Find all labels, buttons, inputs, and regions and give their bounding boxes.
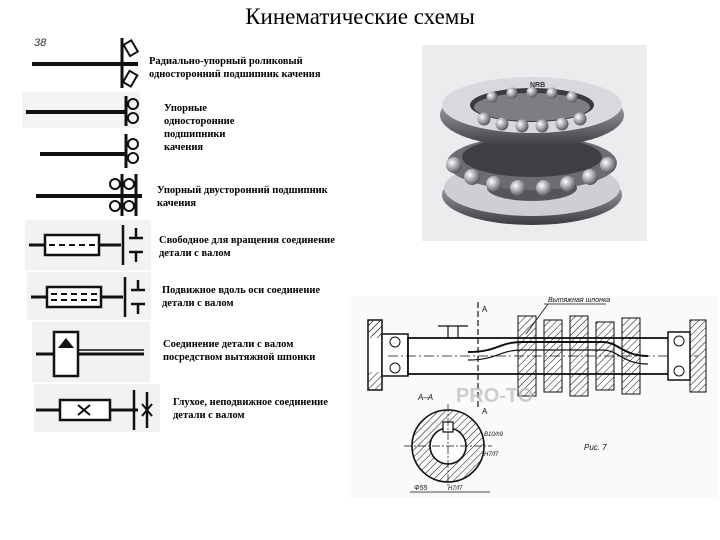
symbol-thrust-double-bearing — [34, 172, 146, 218]
symbol-fixed-connection — [34, 384, 160, 432]
figure-label: Рис. 7 — [584, 443, 607, 452]
desc-free-rotation-connection: Свободное для вращения соединение детали… — [159, 235, 335, 259]
symbol-number: 38 — [34, 37, 47, 49]
shaft-assembly-drawing: A A Вытяжная шпонка PRO-TO А–А B10/h9 H7… — [348, 296, 718, 498]
symbol-axial-sliding-connection — [27, 272, 151, 320]
desc-angular-contact-roller-bearing: Радиально-упорный роликовый односторонни… — [149, 56, 321, 80]
desc-thrust-single-bearing: Упорные односторонние подшипники качения — [164, 103, 235, 153]
watermark-text: PRO-TO — [456, 385, 533, 407]
sliding-key-label: Вытяжная шпонка — [548, 297, 610, 304]
slide-title: Кинематические схемы — [245, 4, 475, 29]
thrust-bearing-photo: NRB — [422, 45, 647, 241]
section-marker-top: A — [482, 305, 488, 314]
section-title: А–А — [417, 393, 433, 402]
symbol-free-rotation-connection — [25, 220, 151, 270]
symbol-angular-contact-roller-bearing: 38 — [30, 34, 142, 90]
section-marker-bottom: A — [482, 407, 488, 416]
symbol-thrust-single-bearing — [22, 92, 142, 170]
desc-thrust-double-bearing: Упорный двусторонний подшипник качения — [157, 185, 328, 209]
fit-label-3: H7/f7 — [448, 486, 463, 492]
fit-label-1: B10/h9 — [484, 432, 504, 438]
desc-sliding-key-connection: Соединение детали с валом посредством вы… — [163, 339, 316, 363]
fit-label-2: H7/f7 — [484, 452, 499, 458]
symbol-sliding-key-connection — [32, 322, 150, 382]
desc-fixed-connection: Глухое, неподвижное соединение детали с … — [173, 397, 328, 421]
bearing-brand-text: NRB — [530, 82, 545, 89]
diameter-label: Ф55 — [414, 485, 427, 492]
desc-axial-sliding-connection: Подвижное вдоль оси соединение детали с … — [162, 285, 321, 309]
